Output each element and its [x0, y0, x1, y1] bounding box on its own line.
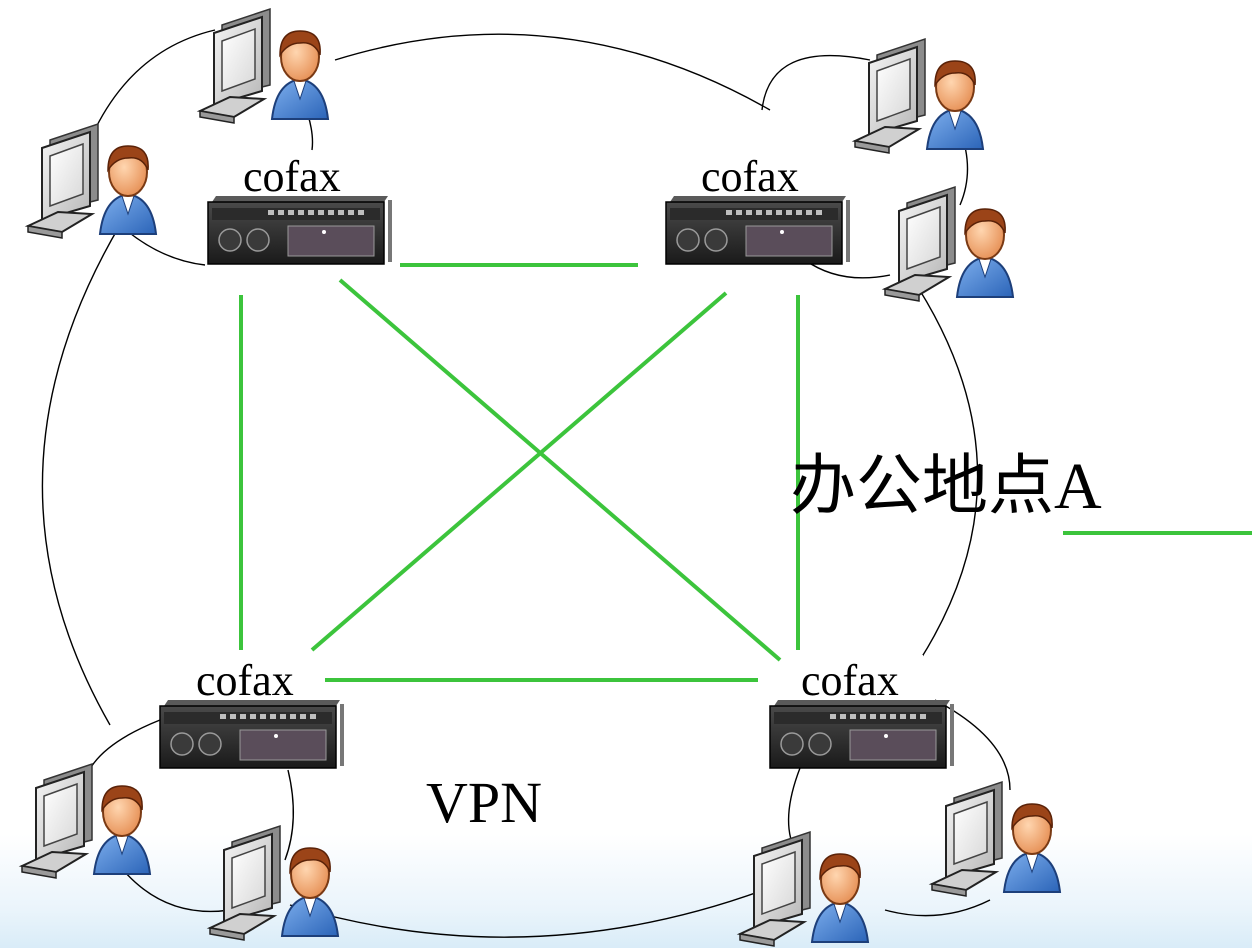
workstation-icon [27, 123, 157, 239]
node-label-top-left: cofax [243, 152, 341, 201]
server-icon-bottom-left [159, 699, 345, 769]
workstation-icon [931, 781, 1061, 897]
server-icon-top-left [207, 195, 393, 265]
workstation-icon [209, 825, 339, 941]
vpn-link-diag-1 [338, 278, 782, 662]
node-label-bottom-right: cofax [801, 656, 899, 705]
workstation-icon [884, 186, 1014, 302]
node-label-top-right: cofax [701, 152, 799, 201]
workstation-icon [739, 831, 869, 947]
workstation-icon [854, 38, 984, 154]
vpn-link-diag-2 [310, 291, 728, 652]
server-icon-bottom-right [769, 699, 955, 769]
vpn-links [239, 263, 1252, 682]
workstation-icon [21, 763, 151, 879]
server-icon-top-right [665, 195, 851, 265]
vpn-label: VPN [426, 770, 542, 835]
location-label: 办公地点A [790, 450, 1102, 523]
workstation-icon [199, 8, 329, 124]
node-label-bottom-left: cofax [196, 656, 294, 705]
